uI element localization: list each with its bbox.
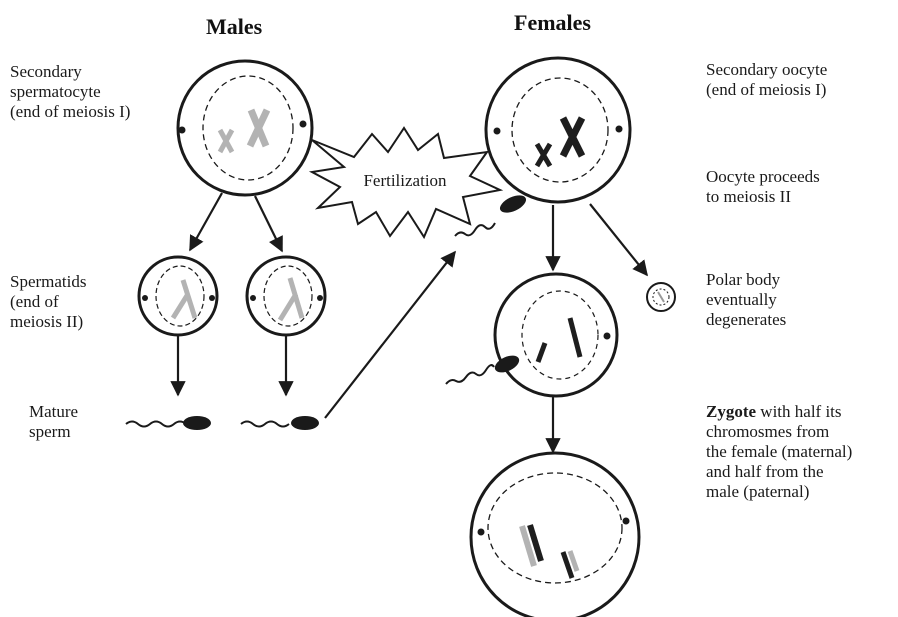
meiosis-ii-oocyte-cell bbox=[495, 274, 617, 396]
centriole-dot bbox=[300, 121, 307, 128]
label-line: and half from the bbox=[706, 462, 852, 482]
label-line: Secondary oocyte bbox=[706, 60, 827, 80]
label-line: Secondary bbox=[10, 62, 130, 82]
label-line: (end of meiosis I) bbox=[10, 102, 130, 122]
label-line: chromosmes from bbox=[706, 422, 852, 442]
centriole-dot bbox=[616, 126, 623, 133]
oocyte-proceeds-label: Oocyte proceeds to meiosis II bbox=[706, 167, 820, 207]
zygote-cell bbox=[471, 453, 639, 617]
males-header: Males bbox=[206, 14, 262, 40]
polar-body-label: Polar body eventually degenerates bbox=[706, 270, 786, 330]
zygote-term: Zygote bbox=[706, 402, 756, 421]
label-line: (end of bbox=[10, 292, 87, 312]
label-line: meiosis II) bbox=[10, 312, 87, 332]
label-text: with half its bbox=[756, 402, 841, 421]
label-line: to meiosis II bbox=[706, 187, 820, 207]
centriole-dot bbox=[250, 295, 256, 301]
females-header: Females bbox=[514, 10, 591, 36]
centriole-dot bbox=[494, 128, 501, 135]
mature-sperm-label: Mature sperm bbox=[29, 402, 78, 442]
centriole-dot bbox=[209, 295, 215, 301]
secondary-spermatocyte-label: Secondary spermatocyte (end of meiosis I… bbox=[10, 62, 130, 122]
centriole-dot bbox=[478, 529, 485, 536]
secondary-oocyte-label: Secondary oocyte (end of meiosis I) bbox=[706, 60, 827, 100]
label-line: spermatocyte bbox=[10, 82, 130, 102]
mature-sperm-right bbox=[241, 416, 319, 430]
label-line: Polar body bbox=[706, 270, 786, 290]
centriole-dot bbox=[623, 518, 630, 525]
zygote-label: Zygote with half its chromosmes from the… bbox=[706, 402, 852, 502]
centriole-dot bbox=[142, 295, 148, 301]
spermatid-cell-left bbox=[139, 257, 217, 335]
polar-body-cell bbox=[647, 283, 675, 311]
label-line: eventually bbox=[706, 290, 786, 310]
centriole-dot bbox=[317, 295, 323, 301]
centriole-dot bbox=[604, 333, 611, 340]
secondary-spermatocyte-cell bbox=[178, 61, 312, 195]
label-line: Oocyte proceeds bbox=[706, 167, 820, 187]
secondary-oocyte-cell bbox=[486, 58, 630, 202]
label-line: the female (maternal) bbox=[706, 442, 852, 462]
label-line: male (paternal) bbox=[706, 482, 852, 502]
spermatid-cell-right bbox=[247, 257, 325, 335]
label-line: Zygote with half its bbox=[706, 402, 852, 422]
centriole-dot bbox=[179, 127, 186, 134]
mature-sperm-left bbox=[126, 416, 211, 430]
fertilization-label: Fertilization bbox=[363, 171, 447, 190]
label-line: Spermatids bbox=[10, 272, 87, 292]
spermatids-label: Spermatids (end of meiosis II) bbox=[10, 272, 87, 332]
label-line: sperm bbox=[29, 422, 78, 442]
label-line: degenerates bbox=[706, 310, 786, 330]
label-line: (end of meiosis I) bbox=[706, 80, 827, 100]
label-line: Mature bbox=[29, 402, 78, 422]
sperm-at-oocyte bbox=[446, 352, 522, 384]
